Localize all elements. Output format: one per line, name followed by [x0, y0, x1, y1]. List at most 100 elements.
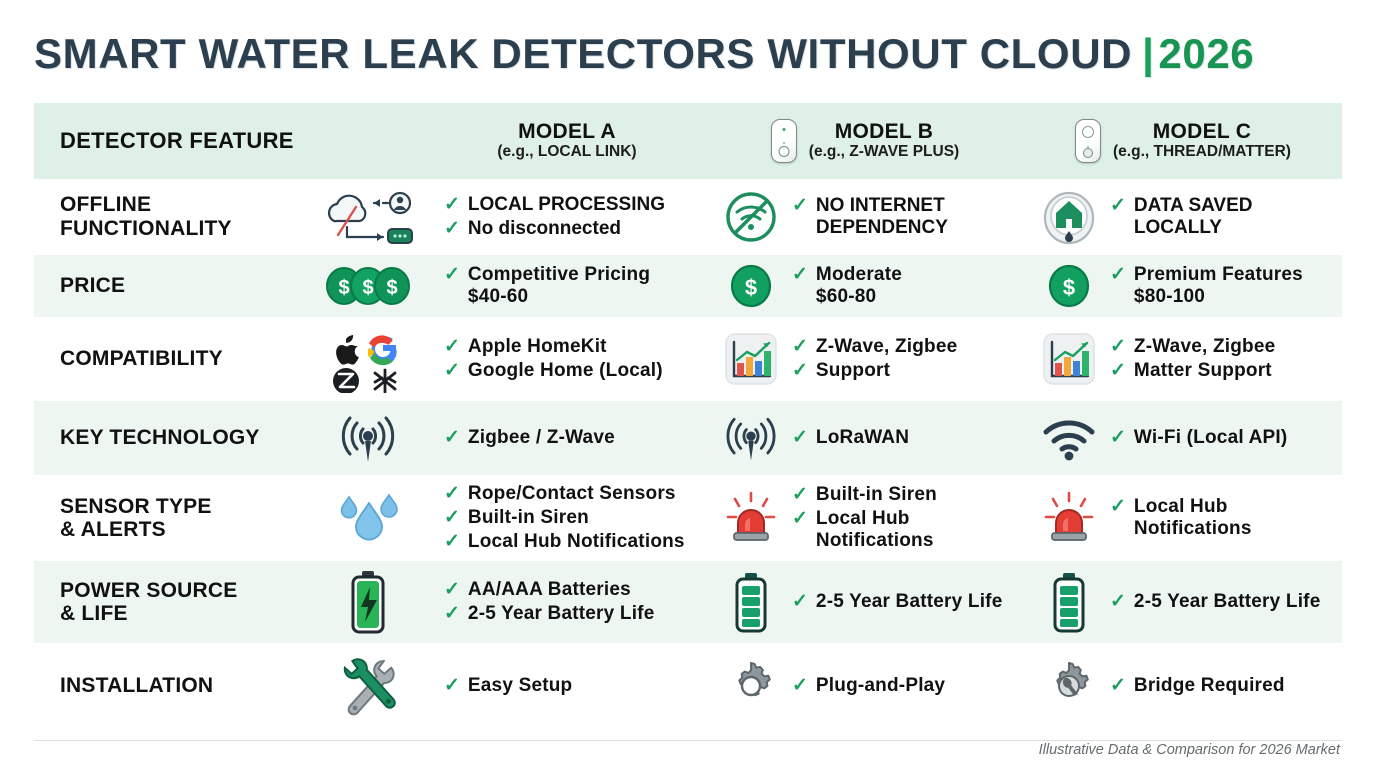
- value-cell-model-b: ✓ Plug-and-Play: [706, 643, 1024, 729]
- feature-label: POWER SOURCE & LIFE: [60, 578, 238, 626]
- value-item: ✓Google Home (Local): [444, 360, 663, 382]
- value-cell-model-a: ✓Zigbee / Z-Wave: [428, 401, 706, 475]
- header-feature-label: DETECTOR FEATURE: [60, 128, 294, 153]
- value-text: Z-Wave, Zigbee: [1133, 335, 1276, 357]
- value-text: Competitive Pricing $40-60: [467, 263, 651, 307]
- bottom-divider: [34, 740, 1342, 741]
- value-item: ✓ Wi-Fi (Local API): [1110, 427, 1287, 449]
- value-item: ✓ LOCAL PROCESSING: [444, 194, 665, 216]
- value-item: ✓ Built-in Siren: [444, 507, 685, 529]
- value-item: ✓ Plug-and-Play: [792, 675, 945, 697]
- value-text: LOCAL PROCESSING: [467, 193, 665, 215]
- header-model-b-name: MODEL B: [834, 120, 934, 144]
- value-text: Plug-and-Play: [815, 675, 946, 697]
- svg-text:$: $: [386, 277, 397, 299]
- header-model-a: MODEL A (e.g., LOCAL LINK): [428, 103, 706, 179]
- value-cell-model-c: ✓2-5 Year Battery Life: [1024, 561, 1342, 643]
- gear-icon: [722, 660, 780, 712]
- value-text: Local Hub Notifications: [467, 531, 685, 553]
- check-icon: ✓: [792, 335, 808, 357]
- no-wifi-icon: [722, 190, 780, 244]
- value-text: Google Home (Local): [467, 360, 663, 381]
- antenna-signal-icon: [722, 409, 780, 467]
- value-cell-model-a: ✓Apple HomeKit✓Google Home (Local): [428, 317, 706, 401]
- header-model-a-sub: (e.g., LOCAL LINK): [497, 142, 637, 160]
- value-cell-model-b: ✓Z-Wave, Zigbee✓Support: [706, 317, 1024, 401]
- value-item: ✓2-5 Year Battery Life: [1110, 591, 1320, 613]
- table-row: COMPATIBILITY✓Apple HomeKit✓Google Home …: [34, 317, 1342, 401]
- check-icon: ✓: [444, 263, 460, 285]
- page-title: SMART WATER LEAK DETECTORS WITHOUT CLOUD…: [34, 18, 1342, 90]
- value-list: ✓Rope/Contact Sensors✓Built-in Siren✓Loc…: [444, 483, 685, 553]
- value-text: Matter Support: [1133, 360, 1272, 381]
- check-icon: ✓: [1110, 426, 1126, 448]
- cloud-disconnected-icon: [322, 187, 414, 247]
- chart-icon: [1040, 333, 1098, 385]
- check-icon: ✓: [1110, 496, 1126, 518]
- svg-text:$: $: [338, 277, 349, 299]
- value-cell-model-a: ✓Easy Setup: [428, 643, 706, 729]
- value-text: 2-5 Year Battery Life: [467, 603, 655, 625]
- value-text: LoRaWAN: [815, 426, 910, 448]
- chart-icon: [722, 333, 780, 385]
- value-list: ✓LOCAL PROCESSING✓No disconnected: [444, 194, 665, 240]
- value-list: ✓Apple HomeKit✓Google Home (Local): [444, 336, 663, 382]
- value-text: Rope/Contact Sensors: [467, 483, 676, 504]
- value-text: Bridge Required: [1133, 675, 1285, 697]
- value-cell-model-b: ✓2-5 Year Battery Life: [706, 561, 1024, 643]
- wifi-icon: [1040, 415, 1098, 461]
- water-droplets-icon: [322, 487, 414, 549]
- check-icon: ✓: [444, 531, 460, 553]
- coin-icon: $: [1040, 263, 1098, 309]
- check-icon: ✓: [444, 193, 460, 215]
- check-icon: ✓: [792, 360, 808, 381]
- value-list: ✓Bridge Required: [1110, 675, 1285, 697]
- value-text: AA/AAA Batteries: [467, 579, 631, 601]
- value-list: ✓NO INTERNET DEPENDENCY: [792, 195, 948, 239]
- check-icon: ✓: [444, 507, 460, 529]
- value-list: ✓Z-Wave, Zigbee✓Support: [792, 336, 957, 382]
- value-list: ✓DATA SAVED LOCALLY: [1110, 195, 1253, 239]
- feature-label: KEY TECHNOLOGY: [60, 426, 260, 450]
- value-text: Built-in Siren: [467, 507, 589, 529]
- title-year: 2026: [1158, 30, 1255, 77]
- value-item: ✓ Competitive Pricing $40-60: [444, 264, 650, 308]
- battery-icon: [1040, 571, 1098, 633]
- value-item: ✓DATA SAVED LOCALLY: [1110, 195, 1253, 239]
- check-icon: ✓: [792, 675, 808, 697]
- value-item: ✓Apple HomeKit: [444, 336, 663, 358]
- table-row: PRICE$$$✓Competitive Pricing $40-60$✓Mod…: [34, 255, 1342, 317]
- value-item: ✓Rope/Contact Sensors: [444, 483, 685, 505]
- value-list: ✓Local Hub Notifications: [1110, 496, 1252, 540]
- feature-label: INSTALLATION: [60, 674, 214, 698]
- value-item: ✓2-5 Year Battery Life: [792, 591, 1002, 613]
- value-cell-model-c: ✓ Wi-Fi (Local API): [1024, 401, 1342, 475]
- device-sensor-icon: [1075, 119, 1102, 163]
- table-header-row: DETECTOR FEATURE MODEL A (e.g., LOCAL LI…: [34, 103, 1342, 179]
- check-icon: ✓: [444, 218, 460, 239]
- value-text: 2-5 Year Battery Life: [1133, 591, 1321, 613]
- check-icon: ✓: [1110, 263, 1126, 285]
- table-row: POWER SOURCE & LIFE✓AA/AAA Batteries✓2-5…: [34, 561, 1342, 644]
- value-list: ✓Moderate $60-80: [792, 264, 902, 308]
- feature-cell: PRICE$$$: [34, 255, 428, 317]
- table-row: SENSOR TYPE & ALERTS✓Rope/Contact Sensor…: [34, 475, 1342, 562]
- value-list: ✓Easy Setup: [444, 675, 572, 697]
- feature-label: COMPATIBILITY: [60, 347, 223, 371]
- antenna-signal-icon: [322, 409, 414, 467]
- svg-text:$: $: [1063, 275, 1075, 300]
- value-list: ✓ Plug-and-Play: [792, 675, 945, 697]
- device-sensor-icon: [770, 119, 797, 163]
- feature-cell: POWER SOURCE & LIFE: [34, 561, 428, 643]
- value-text: Easy Setup: [467, 675, 573, 697]
- value-cell-model-c: ✓Bridge Required: [1024, 643, 1342, 729]
- feature-cell: OFFLINE FUNCTIONALITY: [34, 179, 428, 255]
- siren-icon: [722, 491, 780, 545]
- value-cell-model-c: ✓DATA SAVED LOCALLY: [1024, 179, 1342, 255]
- value-text: Wi-Fi (Local API): [1133, 426, 1288, 448]
- value-cell-model-a: ✓Rope/Contact Sensors✓Built-in Siren✓Loc…: [428, 475, 706, 561]
- value-text: Z-Wave, Zigbee: [815, 335, 958, 357]
- check-icon: ✓: [1110, 194, 1126, 216]
- value-text: Premium Features $80-100: [1133, 263, 1303, 307]
- header-model-c: MODEL C (e.g., THREAD/MATTER): [1024, 103, 1342, 179]
